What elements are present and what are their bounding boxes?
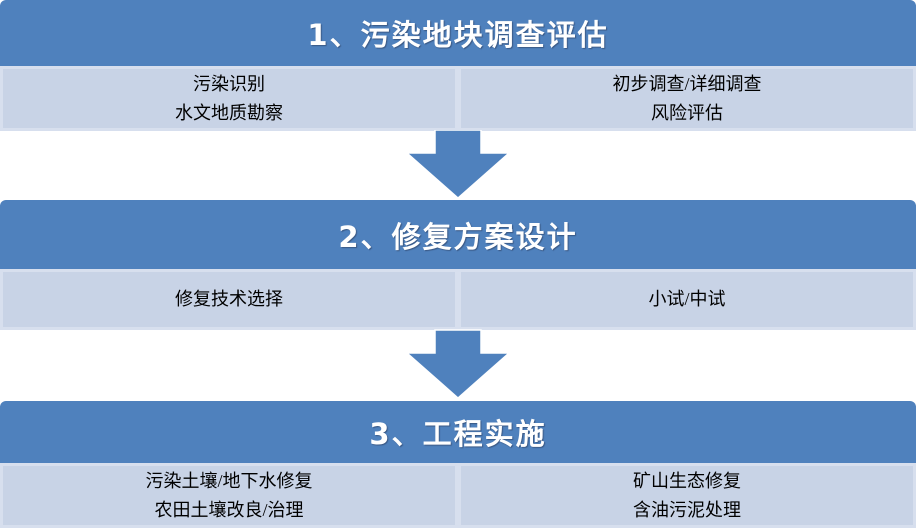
stage-3-header: 3、工程实施 <box>0 401 916 463</box>
stage-3-title: 3、工程实施 <box>369 417 547 451</box>
stage-1-details: 污染识别 水文地质勘察 初步调查/详细调查 风险评估 <box>0 66 916 131</box>
list-item: 风险评估 <box>651 102 723 123</box>
list-item: 矿山生态修复 <box>633 470 741 491</box>
list-item: 污染土壤/地下水修复 <box>145 470 313 491</box>
list-item: 初步调查/详细调查 <box>612 73 762 94</box>
stage-2-title: 2、修复方案设计 <box>338 219 578 254</box>
stage-2-details: 修复技术选择 小试/中试 <box>0 269 916 330</box>
stage-1-left-cell: 污染识别 水文地质勘察 <box>3 69 455 128</box>
stage-3-details: 污染土壤/地下水修复 农田土壤改良/治理 矿山生态修复 含油污泥处理 <box>0 463 916 528</box>
list-item: 水文地质勘察 <box>175 102 283 123</box>
stage-2-right-cell: 小试/中试 <box>461 272 913 327</box>
stage-1-title: 1、污染地块调查评估 <box>307 18 609 52</box>
list-item: 污染识别 <box>193 73 265 94</box>
down-arrow-icon <box>406 130 510 200</box>
stage-2-left-cell: 修复技术选择 <box>3 272 455 327</box>
list-item: 修复技术选择 <box>175 289 283 309</box>
list-item: 农田土壤改良/治理 <box>154 499 304 520</box>
list-item: 小试/中试 <box>648 289 726 309</box>
list-item: 含油污泥处理 <box>633 499 741 520</box>
stage-2-header: 2、修复方案设计 <box>0 200 916 269</box>
stage-3-left-cell: 污染土壤/地下水修复 农田土壤改良/治理 <box>3 466 455 525</box>
down-arrow-icon <box>406 329 510 400</box>
stage-3-right-cell: 矿山生态修复 含油污泥处理 <box>461 466 913 525</box>
stage-1-header: 1、污染地块调查评估 <box>0 0 916 66</box>
stage-1-right-cell: 初步调查/详细调查 风险评估 <box>461 69 913 128</box>
